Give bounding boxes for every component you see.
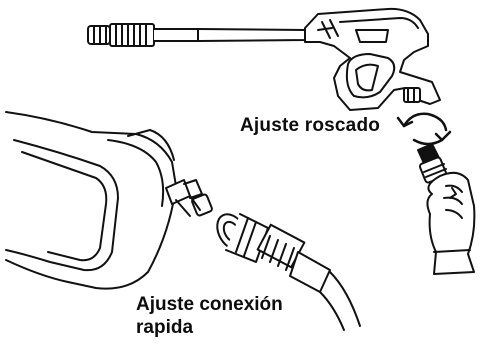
quick-connect-coupler-icon [211,209,330,292]
rotation-arrow-icon [398,114,450,144]
quick-connect-label-line2: rapida [136,316,283,339]
pump-housing-icon [6,112,176,289]
threaded-connector-in-hand-icon [418,144,474,274]
quick-connect-label-line1: Ajuste conexión [136,293,283,316]
quick-connect-nipple-icon [166,180,213,216]
quick-connect-label: Ajuste conexión rapida [136,293,283,339]
spray-wand-gun-icon [88,9,440,110]
threaded-fitting-label: Ajuste roscado [240,115,380,137]
